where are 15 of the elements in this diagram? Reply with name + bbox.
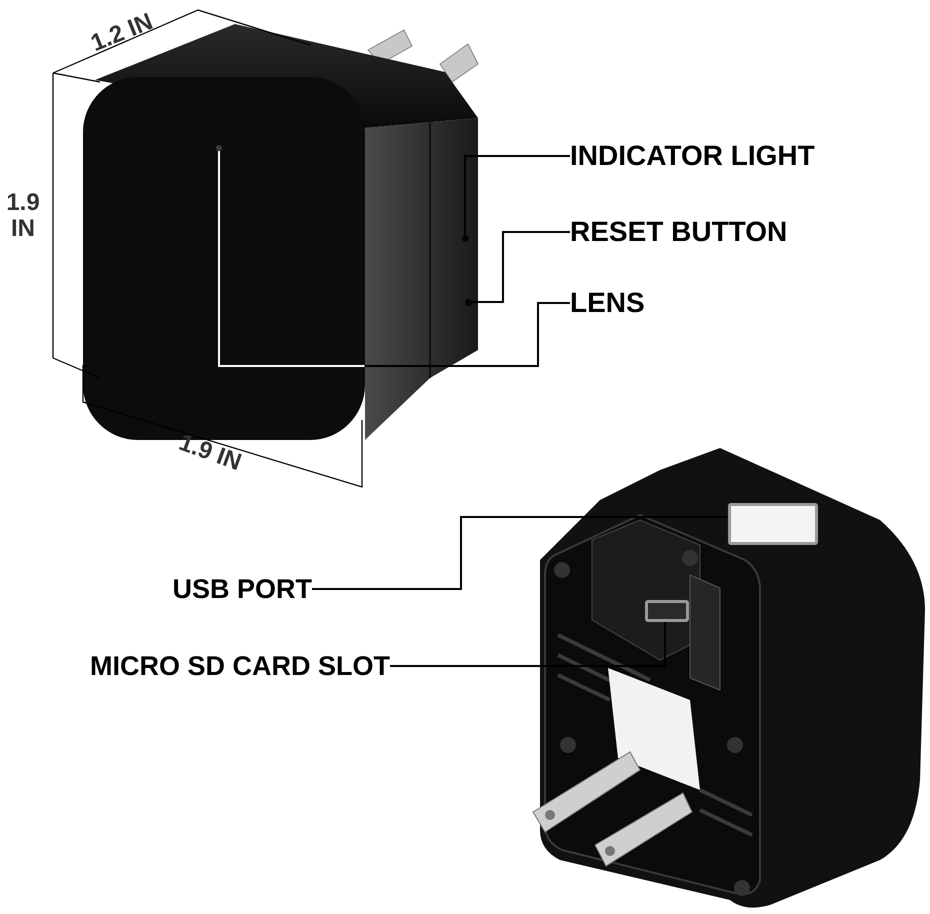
leader-line	[390, 622, 666, 667]
dimension-label: 1.2 IN	[86, 7, 158, 60]
dimension-label: 1.9 IN	[174, 428, 246, 478]
callout-label: INDICATOR LIGHT	[570, 139, 815, 173]
usb-port	[728, 503, 818, 545]
leader-line	[218, 151, 570, 367]
callout-label: MICRO SD CARD SLOT	[90, 649, 390, 683]
leader-line	[464, 155, 570, 234]
leader-line	[472, 231, 570, 303]
dimension-label: 1.9 IN	[5, 190, 41, 242]
callout-label: USB PORT	[172, 572, 312, 606]
callout-label: LENS	[570, 286, 645, 320]
callout-label: RESET BUTTON	[570, 215, 788, 249]
leader-line	[312, 516, 728, 590]
card-slot	[645, 600, 689, 622]
